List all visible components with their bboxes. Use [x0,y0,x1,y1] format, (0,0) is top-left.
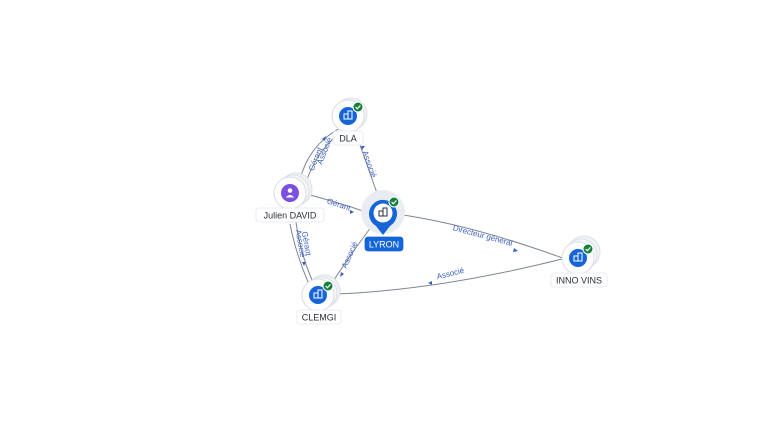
verified-check-icon [322,280,334,292]
edges: Gérant Associé Associé Gérant Gérant [289,127,569,295]
verified-check-icon [352,101,364,113]
building-icon [343,110,353,120]
node-label: CLEMGI [302,313,337,323]
edge-label: Associé [436,266,466,282]
edge-julien-clemgi-associe[interactable]: Associé [289,223,309,283]
node-label: LYRON [369,240,399,250]
verified-check-icon [388,196,400,208]
node-lyron[interactable]: LYRON [361,190,405,252]
node-dla[interactable]: DLA [331,97,368,146]
node-label: DLA [339,134,357,144]
edge-label: Associé [360,149,378,179]
edge-lyron-clemgi[interactable]: Associé [329,225,373,287]
edge-lyron-inno[interactable]: Directeur général [395,213,569,261]
edge-label: Directeur général [452,223,514,248]
building-icon [378,207,388,217]
nodes: DLA Julien DAVID [255,97,608,325]
node-label-box [364,236,404,252]
node-inno-vins[interactable]: INNO VINS [550,235,608,288]
node-label: INNO VINS [556,276,602,286]
node-label-box [550,272,608,288]
user-icon [285,188,295,198]
edge-label: Gérant [326,197,353,213]
node-label-box [332,130,364,146]
building-icon [573,252,583,262]
node-label-box [255,207,325,223]
edge-julien-clemgi-gerant[interactable]: Gérant [295,221,313,281]
edge-clemgi-inno[interactable]: Associé [335,257,567,295]
verified-check-icon [582,243,594,255]
person-icon [281,184,299,202]
edge-label: Associé [340,240,360,270]
node-julien-david[interactable]: Julien DAVID [255,172,325,223]
building-icon [313,289,323,299]
edge-label: Gérant [300,231,313,257]
node-clemgi[interactable]: CLEMGI [296,274,342,325]
node-label-box [296,309,342,325]
node-label: Julien DAVID [264,211,317,221]
